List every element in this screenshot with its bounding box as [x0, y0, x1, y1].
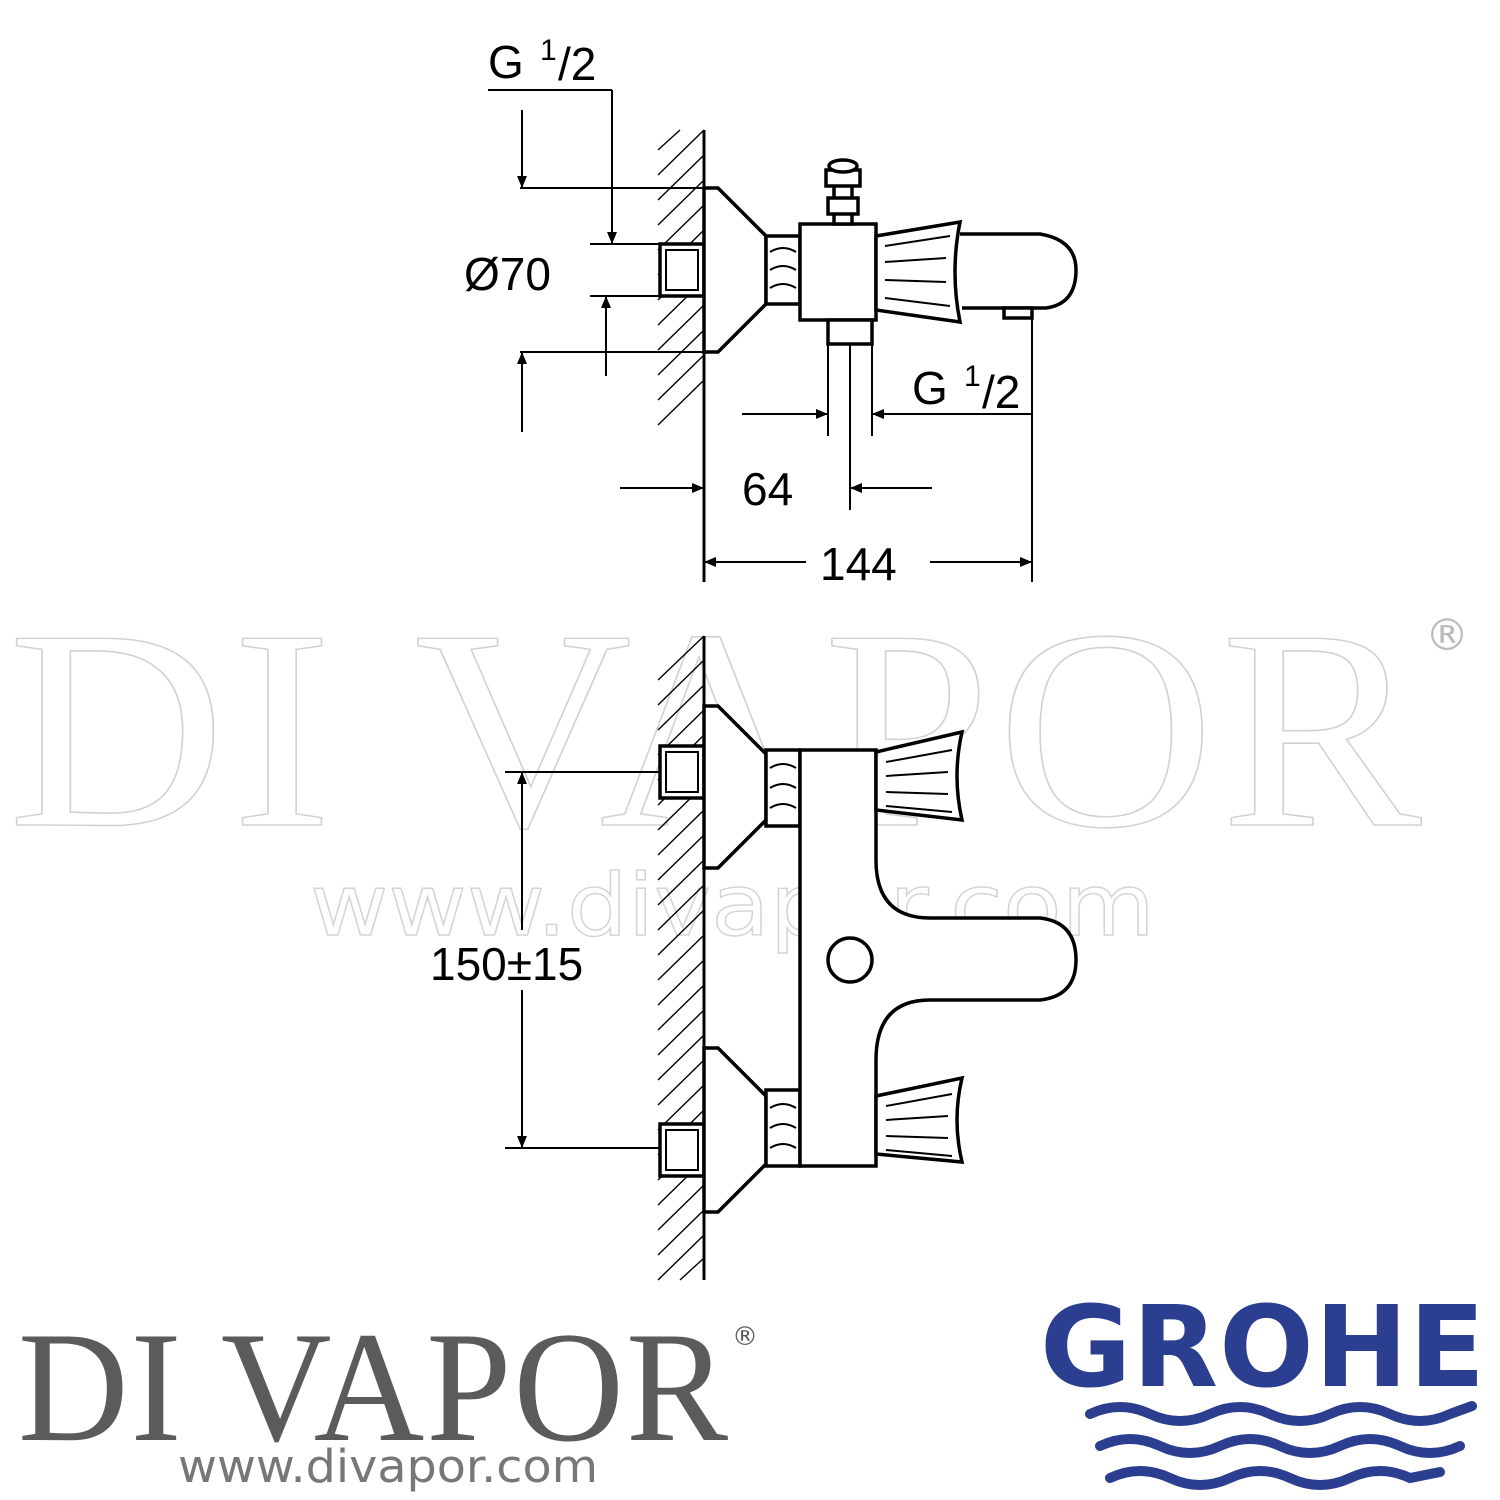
top-thread-num: 1: [540, 34, 557, 67]
top-escutcheon: [702, 186, 768, 354]
top-bottom-outlet: [826, 318, 874, 346]
top-handle: [874, 219, 963, 325]
retailer-logo: DI VAPOR ® www.divapor.com: [18, 1300, 758, 1493]
top-diverter-knob: [827, 158, 859, 174]
retailer-name: DI VAPOR: [18, 1300, 730, 1475]
watermark-registered-mark: ®: [1425, 610, 1469, 661]
top-view: G 1 /2 Ø70 G 1 /2 64 144: [464, 34, 1078, 590]
top-thread-prefix: G: [488, 36, 524, 88]
top-spout-outlet: [1002, 306, 1034, 320]
manufacturer-logo: GROHE: [1040, 1283, 1486, 1490]
front-lower-handle: [874, 1075, 965, 1164]
centres-label: 150±15: [430, 938, 583, 990]
top-inlet-nipple: [658, 242, 706, 298]
retailer-url: www.divapor.com: [178, 1440, 598, 1493]
diameter-label: Ø70: [464, 248, 551, 300]
outlet-thread-num: 1: [964, 360, 981, 393]
top-body: [798, 222, 878, 322]
outlet-thread-den: /2: [982, 366, 1020, 418]
top-inlet-nipple-inner: [665, 249, 699, 291]
top-thread-den: /2: [558, 38, 596, 90]
front-upper-handle: [874, 729, 965, 823]
retailer-registered-mark: ®: [732, 1322, 758, 1352]
outlet-thread-prefix: G: [912, 362, 948, 414]
spout-offset-label: 64: [742, 463, 793, 515]
front-body: [798, 748, 1078, 1168]
manufacturer-name: GROHE: [1040, 1283, 1486, 1413]
projection-label: 144: [820, 538, 897, 590]
front-lower-escutcheon: [702, 1046, 768, 1214]
front-diverter: [826, 936, 874, 984]
front-view: 150±15: [430, 635, 1078, 1281]
top-spout: [960, 232, 1078, 310]
wave-icon: [1085, 1401, 1477, 1426]
